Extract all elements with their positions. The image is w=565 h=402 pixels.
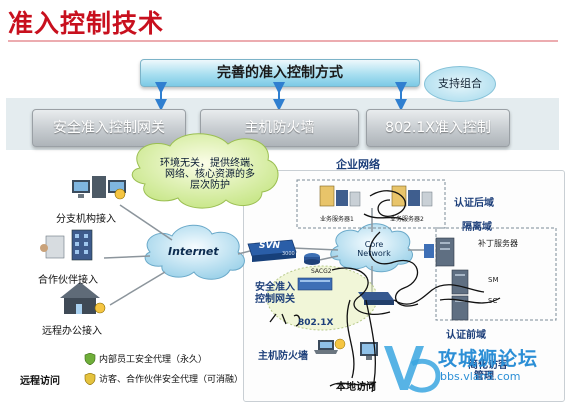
method-8021x-box: 802.1X准入控制	[366, 109, 510, 147]
watermark-url: bbs.vlan5.com	[440, 370, 521, 383]
svn-label: SVN	[259, 241, 280, 251]
shield-yellow-icon	[84, 372, 96, 385]
enterprise-title: 企业网络	[336, 158, 380, 171]
host-firewall-laptop-icon	[314, 338, 346, 354]
benefits-cloud	[131, 133, 279, 209]
simplified-guest-mgmt-label: 简化访客 管理	[468, 360, 508, 382]
patch-server-label: 补丁服务器	[478, 239, 518, 248]
isolation-zone	[435, 227, 557, 321]
simplified-mgmt-line-2: 管理	[474, 371, 494, 382]
branch-access-label: 分支机构接入	[56, 214, 116, 225]
sc-server-icon	[451, 295, 469, 321]
core-label-line-1: Core	[364, 240, 384, 249]
partner-access-label: 合作伙伴接入	[38, 275, 98, 286]
router-icon	[304, 253, 320, 265]
method-firewall-box: 主机防火墙	[200, 109, 359, 147]
svn-device-icon	[247, 239, 297, 262]
sacg-label: SACG2	[311, 268, 332, 275]
patch-server-icon	[424, 237, 455, 267]
title-divider	[8, 40, 558, 42]
sacg-device-icon	[297, 277, 333, 291]
partner-building-icon	[40, 229, 93, 261]
legend-internal: 内部员工安全代理（永久）	[84, 352, 207, 365]
core-network-cloud	[330, 223, 413, 273]
method-gateway-box: 安全准入控制网关	[32, 109, 186, 147]
auth-front-label: 认证前域	[446, 330, 486, 341]
server2-label: 业务服务器2	[390, 216, 424, 223]
remote-office-label: 远程办公接入	[42, 326, 102, 337]
forum-watermark: 攻城狮论坛 bbs.vlan5.com	[378, 340, 562, 398]
dot1x-label: 802.1X	[298, 318, 334, 328]
local-pc-icon	[360, 342, 378, 360]
svn-sub-label: 3000	[282, 251, 295, 257]
access-switch-icon	[358, 292, 394, 305]
host-firewall-label: 主机防火墙	[258, 351, 308, 362]
gateway-label: 安全准入 控制网关	[255, 282, 295, 306]
auth-back-label: 认证后域	[454, 198, 494, 209]
core-network-label: Core Network	[344, 240, 404, 258]
shield-green-icon	[84, 352, 96, 365]
sc-label: SC	[488, 297, 498, 305]
benefit-line-3: 层次防护	[190, 180, 230, 191]
business-server-1-icon	[319, 185, 361, 207]
combo-badge: 支持组合	[424, 66, 496, 102]
benefit-line-1: 环境无关，提供终端、	[160, 158, 260, 169]
simplified-mgmt-line-1: 简化访客	[468, 360, 508, 371]
sm-server-icon	[451, 269, 469, 295]
benefit-line-2: 网络、核心资源的多	[165, 169, 255, 180]
auth-back-zone	[296, 179, 446, 229]
gateway-label-line-2: 控制网关	[255, 294, 295, 305]
page-title: 准入控制技术	[8, 9, 165, 38]
local-access-label: 本地访问	[336, 382, 376, 393]
isolation-label: 隔离域	[462, 222, 492, 233]
core-label-line-2: Network	[357, 249, 391, 258]
internet-label: Internet	[168, 245, 219, 258]
business-server-2-icon	[391, 185, 433, 207]
handwritten-annotations	[269, 190, 501, 393]
vlan5-logo-icon	[384, 346, 441, 393]
server1-label: 业务服务器1	[320, 216, 354, 223]
gateway-label-line-1: 安全准入	[255, 282, 295, 293]
sm-label: SM	[488, 276, 499, 284]
branch-computers-icon	[72, 176, 126, 200]
remote-office-house-icon	[60, 282, 106, 314]
watermark-name: 攻城狮论坛	[438, 348, 539, 370]
remote-access-label: 远程访问	[20, 376, 60, 387]
legend-internal-text: 内部员工安全代理（永久）	[99, 355, 208, 365]
legend-visitor: 访客、合作伙伴安全代理（可消融）	[84, 372, 243, 385]
benefits-text: 环境无关，提供终端、 网络、核心资源的多 层次防护	[146, 158, 274, 191]
legend-visitor-text: 访客、合作伙伴安全代理（可消融）	[99, 375, 244, 385]
